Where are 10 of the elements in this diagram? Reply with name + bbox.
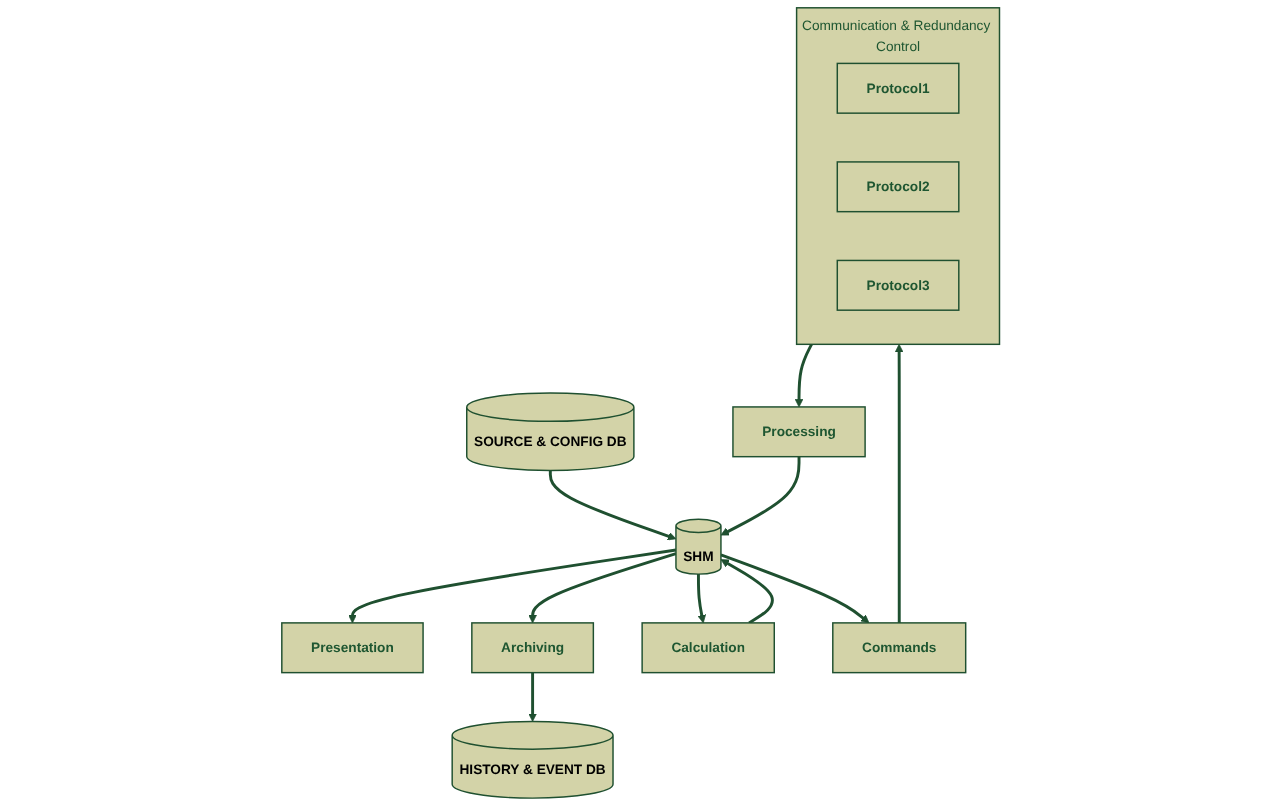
arrow: [548, 470, 676, 541]
arrow: [719, 456, 800, 536]
arrow: [794, 343, 813, 408]
arrow: [719, 553, 869, 624]
arrow: [527, 672, 537, 722]
arrow: [527, 552, 676, 624]
arrow: [894, 343, 903, 623]
arrow: [347, 548, 676, 624]
arrow: [696, 574, 706, 624]
arrow: [719, 559, 774, 625]
